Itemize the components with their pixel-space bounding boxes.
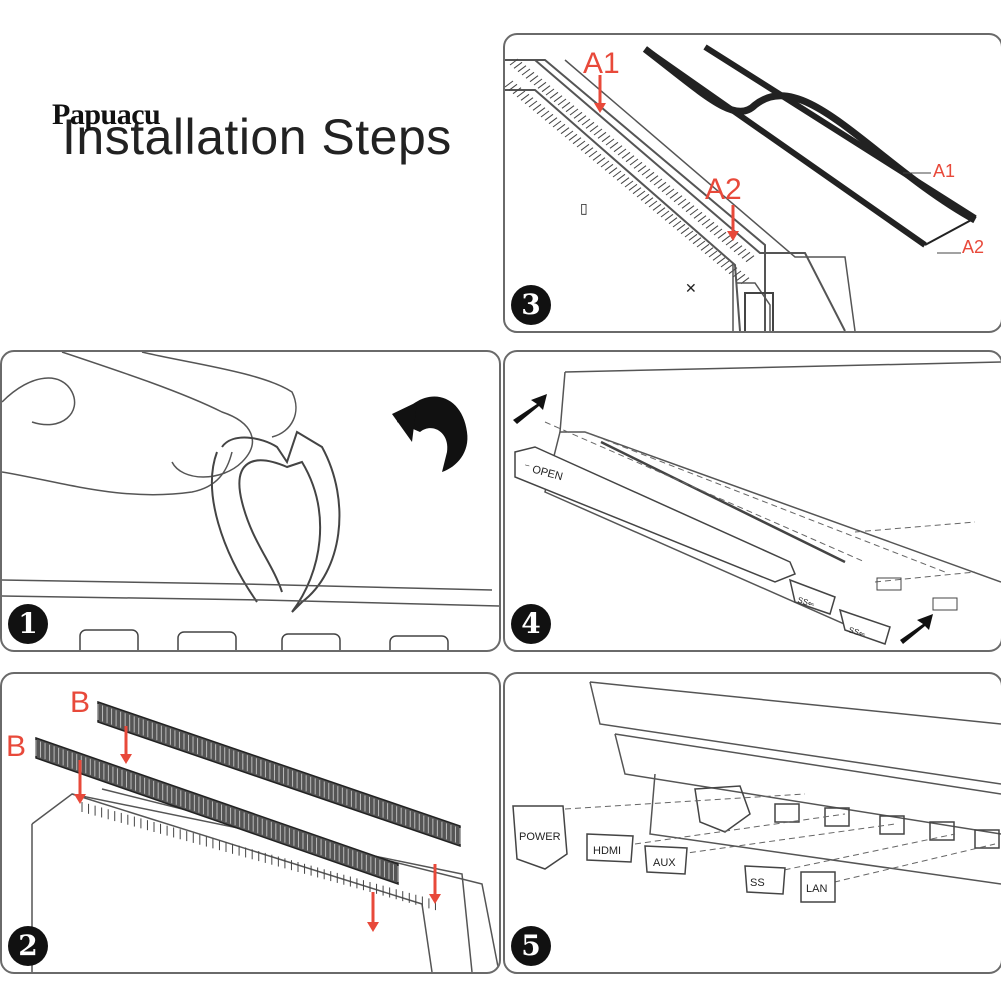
step-2-illustration: B B (6, 686, 499, 972)
step-3-illustration: ▯ ✕ A1 A2 A1 A2 (505, 44, 984, 331)
step-4-panel: ⁻ OPEN SS⇐ SS⇐ 4 (503, 350, 1001, 652)
label-a1: A1 (583, 47, 620, 80)
arrow-icon (900, 614, 933, 644)
step-1-number: 1 (8, 604, 48, 644)
svg-text:✕: ✕ (685, 280, 697, 296)
callout-a2: A2 (962, 237, 984, 257)
step-5-illustration: POWER HDMI AUX SS LAN (512, 681, 1001, 903)
step-1-illustration (2, 352, 499, 650)
port-label-hdmi: HDMI (593, 845, 621, 857)
icon-mark: ▯ (580, 200, 588, 216)
arrow-icon (513, 394, 547, 424)
port-label-power: POWER (519, 831, 561, 843)
port-label-aux: AUX (653, 857, 676, 869)
label-b-lower: B (6, 730, 26, 763)
step-2-panel: B B 2 (0, 672, 501, 974)
step-4-illustration: ⁻ OPEN SS⇐ SS⇐ (513, 361, 1001, 645)
step-3-number: 3 (511, 285, 551, 325)
step-5-panel: POWER HDMI AUX SS LAN 5 (503, 672, 1001, 974)
brand-logo-text: Papuacu (52, 98, 161, 131)
label-b-upper: B (70, 686, 90, 719)
step-3-panel: ▯ ✕ A1 A2 A1 A2 3 (503, 33, 1001, 333)
callout-a1: A1 (933, 161, 955, 181)
page-title: Installation Steps (62, 109, 452, 165)
port-label-ss: SS (750, 877, 765, 889)
step-4-number: 4 (511, 604, 551, 644)
dust-strip-b-upper (97, 700, 461, 848)
label-a2: A2 (705, 173, 742, 206)
step-2-number: 2 (8, 926, 48, 966)
step-5-number: 5 (511, 926, 551, 966)
step-1-panel: 1 (0, 350, 501, 652)
port-label-lan: LAN (806, 883, 827, 895)
